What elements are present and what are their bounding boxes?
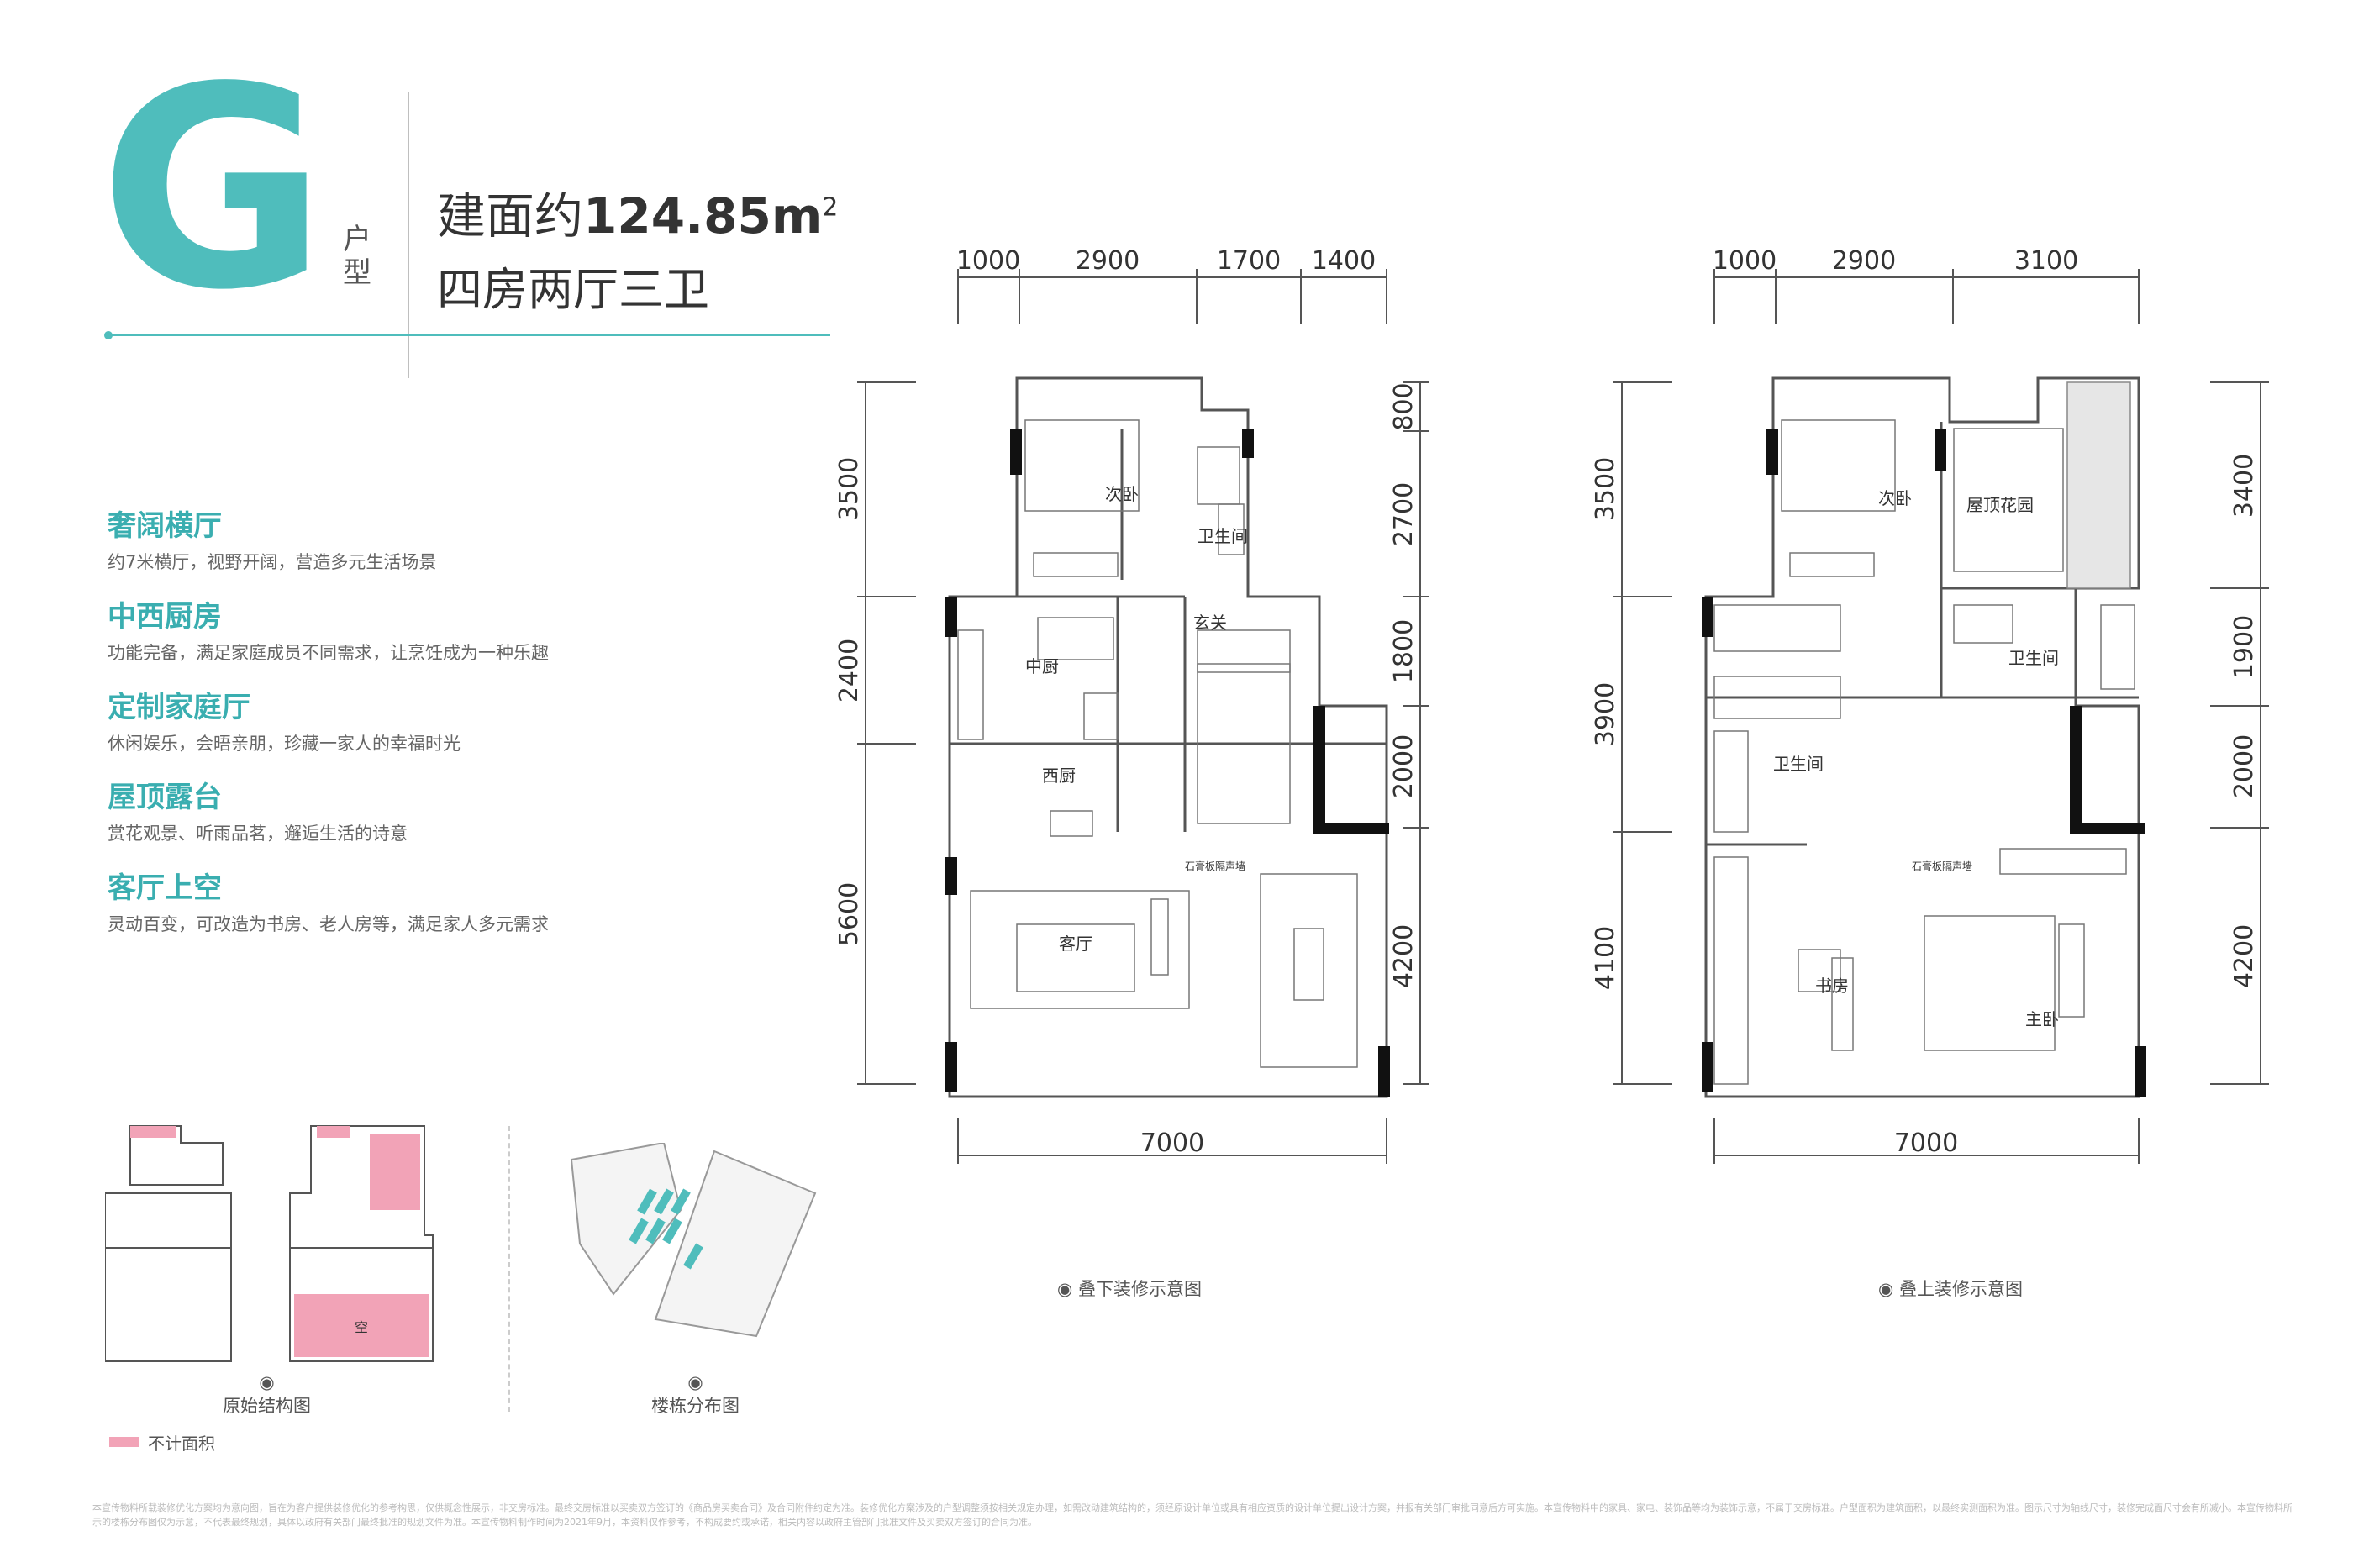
upper-floor-plan: 1000 2900 3100 3500 3900 4100 3400 1900 … [1591, 246, 2269, 1164]
right-dimensions: 800 2700 1800 2000 4200 [1389, 381, 1429, 1085]
dim-bottom: 7000 [1894, 1129, 1958, 1158]
room-label: 卫生间 [1773, 754, 1824, 774]
furniture [1713, 381, 2135, 1085]
feature-desc: 约7米横厅，视野开阔，营造多元生活场景 [108, 552, 437, 572]
dim-top: 3100 [2014, 246, 2078, 276]
unit-type-letter: G [99, 28, 327, 350]
top-dimensions: 1000 2900 3100 [1713, 246, 2140, 324]
site-map-diagram [570, 1143, 817, 1338]
caption-dot-icon: ◉ [1057, 1279, 1078, 1299]
feature-title: 奢阔横厅 [108, 509, 222, 543]
feature-desc: 赏花观景、听雨品茗，邂逅生活的诗意 [108, 823, 408, 844]
room-label: 客厅 [1059, 934, 1092, 954]
feature-item: 客厅上空 灵动百变，可改造为书房、老人房等，满足家人多元需求 [108, 865, 549, 936]
dim-left: 2400 [834, 639, 864, 702]
room-label: 卫生间 [2008, 648, 2059, 668]
wall-note: 石膏板隔声墙 [1185, 860, 1245, 872]
dim-right: 800 [1389, 382, 1419, 430]
dim-right: 2000 [1389, 734, 1419, 798]
dim-right: 3400 [2229, 454, 2259, 518]
disclaimer-text: 本宣传物料所载装修优化方案均为意向图，旨在为客户提供装修优化的参考构思，仅供概念… [92, 1502, 2292, 1528]
floor-area: 建面约124.85m2 [437, 176, 838, 247]
dim-top: 1700 [1217, 246, 1281, 276]
area-prefix: 建面约 [437, 187, 584, 245]
feature-title: 定制家庭厅 [108, 691, 250, 724]
caption-dot-icon: ◉ [1878, 1279, 1899, 1299]
left-dimensions: 3500 3900 4100 [1591, 381, 1672, 1085]
dim-right: 2700 [1389, 482, 1419, 546]
dim-top: 2900 [1832, 246, 1896, 276]
room-layout: 四房两厅三卫 [437, 263, 709, 316]
dim-left: 3900 [1591, 682, 1620, 746]
left-dimensions: 3500 2400 5600 [834, 381, 916, 1085]
site-caption: ◉ 楼栋分布图 [651, 1372, 740, 1418]
lower-plan-caption: ◉ 叠下装修示意图 [1057, 1276, 1202, 1301]
area-unit-sup: 2 [822, 192, 839, 223]
caption-text: 原始结构图 [223, 1396, 311, 1416]
feature-title: 屋顶露台 [108, 781, 222, 814]
right-dimensions: 3400 1900 2000 4200 [2210, 381, 2269, 1085]
bottom-dimension: 7000 [1713, 1118, 2140, 1164]
header-underline [108, 334, 830, 336]
room-label: 书房 [1815, 976, 1849, 996]
area-value: 124.85m [583, 187, 823, 245]
caption-text: 楼栋分布图 [651, 1396, 740, 1416]
upper-plan-caption: ◉ 叠上装修示意图 [1878, 1276, 2023, 1301]
feature-desc: 灵动百变，可改造为书房、老人房等，满足家人多元需求 [108, 914, 549, 934]
mini-divider [508, 1126, 510, 1412]
feature-desc: 功能完备，满足家庭成员不同需求，让烹饪成为一种乐趣 [108, 643, 549, 663]
room-label: 卫生间 [1198, 526, 1248, 546]
wall-posts [1702, 429, 2146, 1097]
dim-top: 1400 [1312, 246, 1376, 276]
feature-desc: 休闲娱乐，会晤亲朋，珍藏一家人的幸福时光 [108, 734, 461, 754]
legend-swatch [109, 1437, 139, 1447]
caption-text: 叠下装修示意图 [1078, 1279, 1202, 1299]
feature-item: 定制家庭厅 休闲娱乐，会晤亲朋，珍藏一家人的幸福时光 [108, 684, 461, 755]
room-label: 次卧 [1105, 484, 1139, 504]
feature-item: 奢阔横厅 约7米横厅，视野开阔，营造多元生活场景 [108, 502, 436, 574]
lower-floor-plan: 1000 2900 1700 1400 3500 2400 5600 800 2… [834, 246, 1429, 1164]
type-label-char-1: 户 [343, 223, 371, 256]
dim-left: 4100 [1591, 926, 1620, 990]
dim-left: 3500 [1591, 457, 1620, 521]
structure-caption: ◉ 原始结构图 [223, 1372, 311, 1418]
caption-dot-icon: ◉ [259, 1372, 275, 1392]
feature-title: 客厅上空 [108, 871, 222, 905]
top-dimensions: 1000 2900 1700 1400 [956, 246, 1387, 324]
wall-posts [945, 429, 1390, 1097]
feature-title: 中西厨房 [108, 600, 222, 634]
dim-right: 1900 [2229, 615, 2259, 679]
dim-right: 2000 [2229, 734, 2259, 798]
bottom-dimension: 7000 [957, 1118, 1387, 1164]
dim-right: 1800 [1389, 619, 1419, 683]
furniture [957, 419, 1358, 1068]
caption-text: 叠上装修示意图 [1899, 1279, 2023, 1299]
dim-left: 3500 [834, 457, 864, 521]
room-label: 西厨 [1042, 766, 1076, 786]
room-label: 主卧 [2025, 1009, 2059, 1029]
header-underline-dot [104, 331, 113, 339]
dim-top: 1000 [1713, 246, 1777, 276]
feature-item: 中西厨房 功能完备，满足家庭成员不同需求，让烹饪成为一种乐趣 [108, 593, 549, 665]
original-structure-diagram: 空 [105, 1125, 434, 1362]
feature-item: 屋顶露台 赏花观景、听雨品茗，邂逅生活的诗意 [108, 774, 408, 845]
dim-bottom: 7000 [1140, 1129, 1204, 1158]
header-divider [408, 92, 409, 378]
dim-top: 2900 [1076, 246, 1140, 276]
dim-left: 5600 [834, 882, 864, 946]
dim-top: 1000 [956, 246, 1020, 276]
dim-right: 4200 [2229, 924, 2259, 988]
type-label-char-2: 型 [343, 256, 371, 290]
room-label: 中厨 [1025, 656, 1059, 676]
room-label: 玄关 [1193, 613, 1227, 633]
caption-dot-icon: ◉ [687, 1372, 703, 1392]
unit-type-label: 户 型 [340, 223, 374, 290]
room-label: 屋顶花园 [1966, 495, 2034, 515]
legend-label: 不计面积 [148, 1434, 215, 1454]
room-label: 次卧 [1878, 488, 1912, 508]
wall-note: 石膏板隔声墙 [1912, 860, 1972, 872]
void-label: 空 [355, 1319, 368, 1335]
dim-right: 4200 [1389, 924, 1419, 988]
